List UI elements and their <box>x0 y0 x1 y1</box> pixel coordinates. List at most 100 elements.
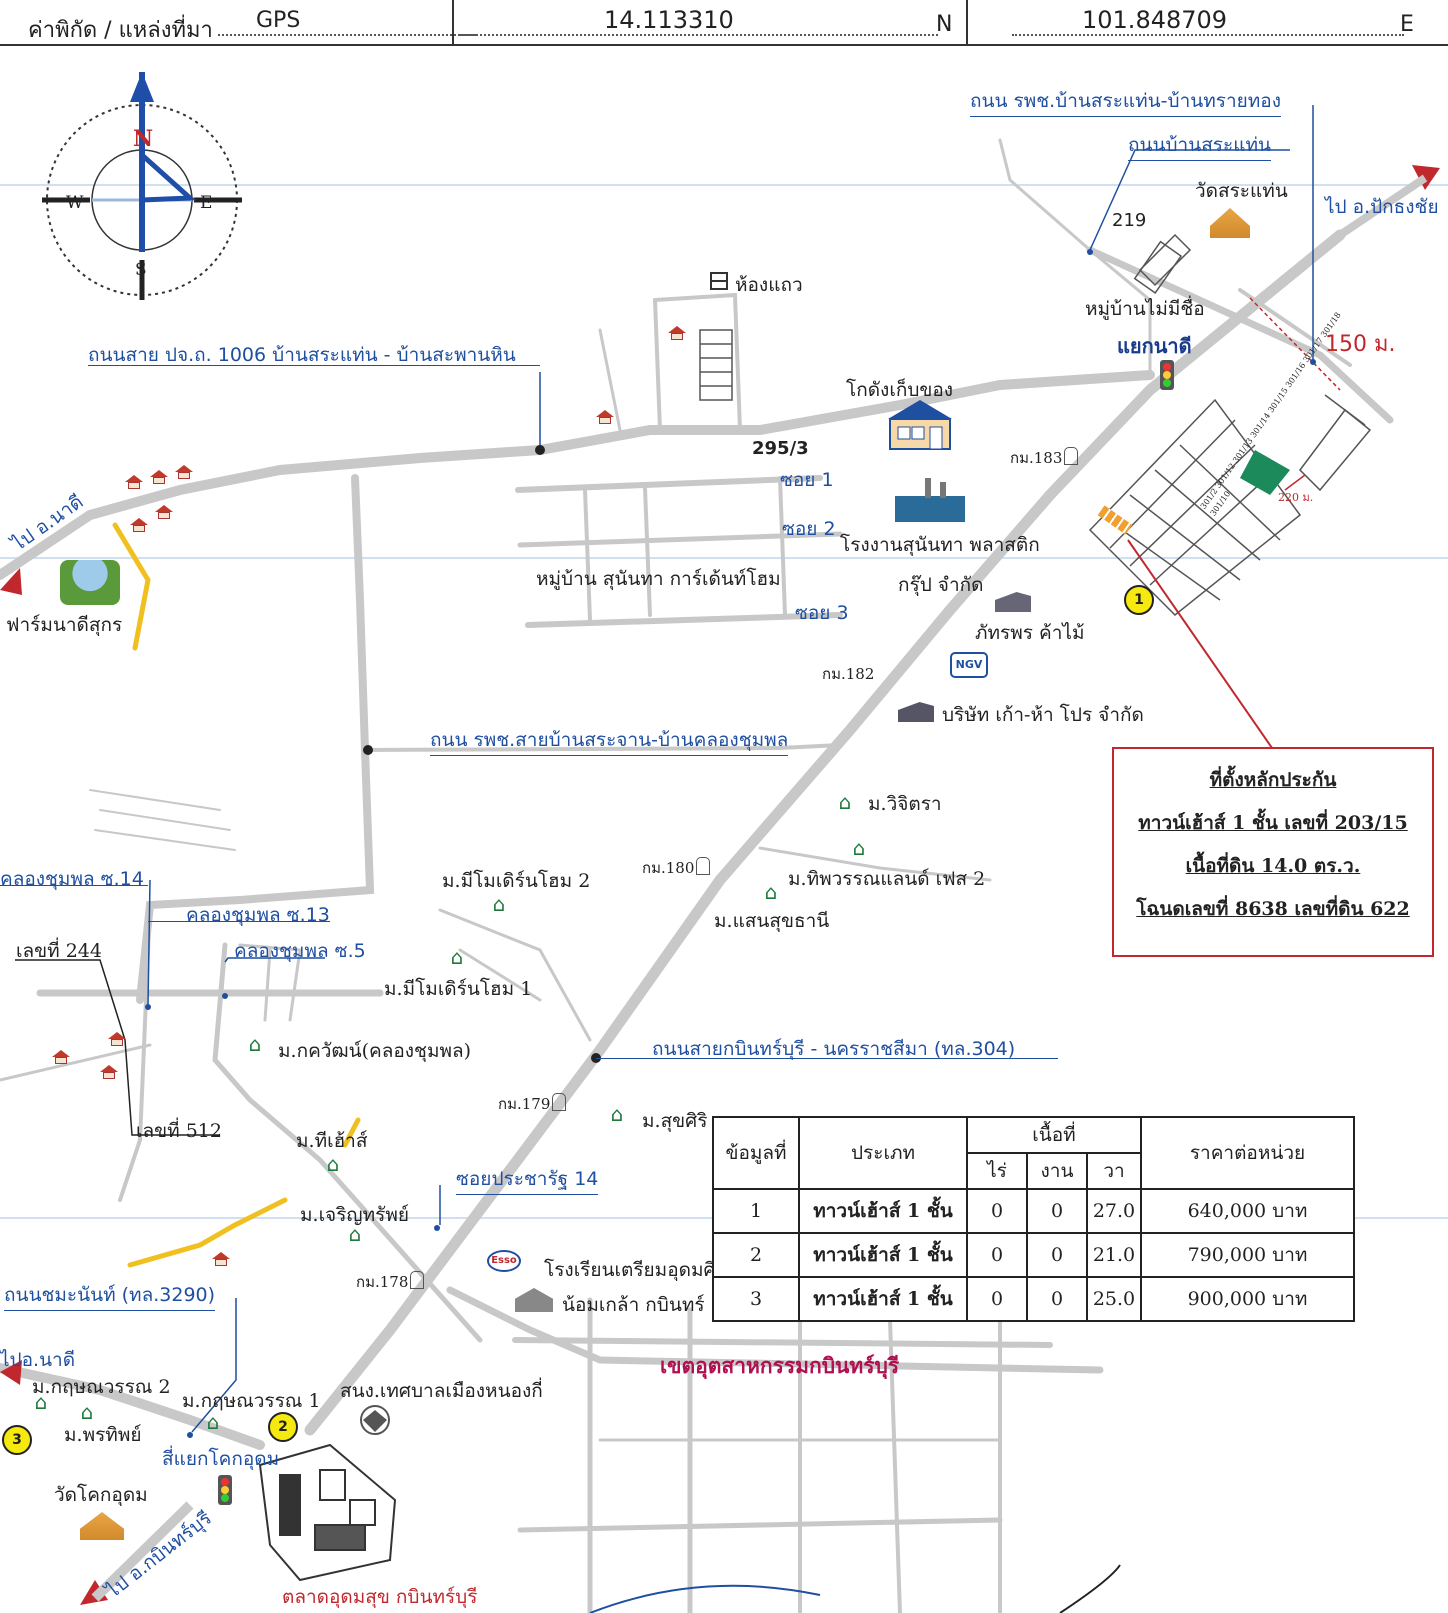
warehouse-icon <box>888 400 952 450</box>
village-icon-witchittra: ⌂ <box>838 790 852 814</box>
label-distance-150: 150 ม. <box>1325 332 1396 357</box>
label-road-top-right: ถนน รพช.บ้านสระแท่น-บ้านทรายทอง <box>970 86 1281 117</box>
label-road-304: ถนนสายกบินทร์บุรี - นครราชสีมา (ทล.304) <box>652 1038 1016 1060</box>
village-icon-kakawat: ⌂ <box>248 1032 262 1056</box>
compass-north: N <box>133 126 154 152</box>
label-khlong-14: คลองชุมพล ซ.14 <box>0 868 144 890</box>
label-road-sa-thaen: ถนนบ้านสระแท่น <box>1128 130 1271 161</box>
label-row-house: ห้องแถว <box>735 274 803 296</box>
label-witchittra: ม.วิจิตรา <box>868 793 942 815</box>
arrow-sw-nadi <box>0 1360 22 1385</box>
label-wat-sa-thaen: วัดสระแท่น <box>1195 180 1288 202</box>
compass-west: W <box>66 193 84 213</box>
road-3290 <box>0 1363 265 1450</box>
label-soi-2: ซอย 2 <box>782 518 836 540</box>
arrow-ne <box>1412 165 1440 190</box>
marker-3: 3 <box>2 1425 32 1455</box>
km-178: กม.178 <box>356 1270 425 1294</box>
price-table: ข้อมูลที่ ประเภท เนื้อที่ ราคาต่อหน่วย ไ… <box>712 1116 1355 1322</box>
label-industrial: เขตอุตสาหกรรมกบินทร์บุรี <box>660 1353 900 1378</box>
esso-logo-icon: Esso <box>487 1250 521 1272</box>
label-sunanta-village: หมู่บ้าน สุนันทา การ์เด้นท์โฮม <box>536 568 781 590</box>
th-type: ประเภท <box>798 1116 968 1190</box>
km-183: กม.183 <box>1010 446 1079 470</box>
info-address: ทาวน์เฮ้าส์ 1 ชั้น เลขที่ 203/15 <box>1138 812 1408 834</box>
label-road-1006: ถนนสาย ปจ.ถ. 1006 บ้านสระแท่น - บ้านสะพา… <box>88 344 516 366</box>
label-unnamed-village: หมู่บ้านไม่มีชื่อ <box>1085 298 1205 320</box>
ngv-logo-icon: NGV <box>950 652 988 678</box>
label-to-nadi-sw: ไปอ.นาดี <box>0 1349 76 1371</box>
marker-2: 2 <box>268 1412 298 1442</box>
table-row: 3 ทาวน์เฮ้าส์ 1 ชั้น 0 0 25.0 900,000 บา… <box>712 1276 1355 1322</box>
km-179: กม.179 <box>498 1092 567 1116</box>
longitude-value: 101.848709 <box>1082 6 1228 34</box>
coord-source: GPS <box>256 8 301 33</box>
highway-304 <box>304 229 1346 1436</box>
label-distance-220: 220 ม. <box>1278 491 1314 504</box>
label-suksiri: ม.สุขศิริ <box>642 1110 708 1132</box>
th-price: ราคาต่อหน่วย <box>1140 1116 1355 1190</box>
th-rai: ไร่ <box>966 1152 1028 1190</box>
label-khlong-13: คลองชุมพล ซ.13 <box>186 904 330 926</box>
house-icon <box>125 475 143 489</box>
th-wa: วา <box>1086 1152 1142 1190</box>
info-deed: โฉนดเลขที่ 8638 เลขที่ดิน 622 <box>1136 898 1410 920</box>
longitude-suffix: E <box>1400 12 1414 37</box>
row-house-icon <box>710 272 728 290</box>
house-icon <box>108 1032 126 1046</box>
th-no: ข้อมูลที่ <box>712 1116 800 1190</box>
label-no-244: เลขที่ 244 <box>16 940 102 962</box>
house-icon <box>596 410 614 424</box>
label-to-pak-thong-chai: ไป อ.ปักธงชัย <box>1325 196 1439 218</box>
label-krisanawan-1: ม.กฤษณวรรณ 1 <box>182 1390 321 1412</box>
house-icon <box>155 505 173 519</box>
info-area: เนื้อที่ดิน 14.0 ตร.ว. <box>1185 855 1361 877</box>
village-icon-mimodern-1: ⌂ <box>450 945 464 969</box>
th-ngan: งาน <box>1026 1152 1088 1190</box>
km-180: กม.180 <box>642 856 711 880</box>
label-farm: ฟาร์มนาดีสุกร <box>6 614 123 636</box>
label-thi-house: ม.ทีเฮ้าส์ <box>296 1130 368 1152</box>
house-icon <box>175 465 193 479</box>
lumber-icon <box>995 592 1031 612</box>
label-no-295-3: 295/3 <box>752 438 809 459</box>
traffic-light-icon-south <box>218 1475 232 1505</box>
village-icon-mimodern-2: ⌂ <box>492 892 506 916</box>
info-title: ที่ตั้งหลักประกัน <box>1209 769 1337 791</box>
marker-1: 1 <box>1124 585 1154 615</box>
table-row: 2 ทาวน์เฮ้าส์ 1 ชั้น 0 0 21.0 790,000 บา… <box>712 1232 1355 1278</box>
compass-east: E <box>200 193 213 213</box>
label-phattaraporn: ภัทรพร ค้าไม้ <box>975 622 1085 644</box>
village-icon-saensuk: ⌂ <box>764 880 778 904</box>
house-icon <box>52 1050 70 1064</box>
label-market: ตลาดอุดมสุข กบินทร์บุรี <box>282 1586 478 1608</box>
label-phonthip: ม.พรทิพย์ <box>64 1424 142 1446</box>
label-mimodern-2: ม.มีโมเดิร์นโฮม 2 <box>442 870 591 892</box>
latitude-value: 14.113310 <box>604 6 734 34</box>
label-krisanawan-2: ม.กฤษณวรรณ 2 <box>32 1376 171 1398</box>
label-plastic-factory-1: โรงงานสุนันทา พลาสติก <box>840 534 1040 556</box>
label-school-2: น้อมเกล้า กบินทร์ <box>562 1294 705 1316</box>
arrow-w <box>0 568 22 595</box>
compass <box>42 72 242 300</box>
label-saensuk: ม.แสนสุขธานี <box>714 910 830 932</box>
label-school-1: โรงเรียนเตรียมอุดมศึ <box>544 1259 716 1281</box>
highlight-roads <box>112 522 361 1268</box>
house-icon <box>100 1065 118 1079</box>
traffic-light-icon <box>1160 360 1174 390</box>
label-soi-1: ซอย 1 <box>780 469 834 491</box>
label-soi-3: ซอย 3 <box>795 602 849 624</box>
label-kakawat: ม.กควัฒน์(คลองชุมพล) <box>278 1040 472 1062</box>
label-road-sa-chan: ถนน รพช.สายบ้านสระจาน-บ้านคลองชุมพล <box>430 725 789 756</box>
collateral-info-box: ที่ตั้งหลักประกัน ทาวน์เฮ้าส์ 1 ชั้น เลข… <box>1112 747 1434 957</box>
table-row: 1 ทาวน์เฮ้าส์ 1 ชั้น 0 0 27.0 640,000 บา… <box>712 1188 1355 1234</box>
village-icon-thi-house: ⌂ <box>326 1152 340 1176</box>
factory-icon <box>895 478 965 522</box>
label-plastic-factory-2: กรุ๊ป จำกัด <box>898 574 984 596</box>
village-icon-krisanawan-1: ⌂ <box>206 1410 220 1434</box>
label-road-3290: ถนนชมะนันท์ (ทล.3290) <box>4 1280 216 1311</box>
latitude-suffix: N <box>936 12 953 37</box>
label-yaek-nadi: แยกนาดี <box>1117 334 1192 358</box>
label-municipality: สนง.เทศบาลเมืองหนองกี่ <box>340 1380 543 1402</box>
